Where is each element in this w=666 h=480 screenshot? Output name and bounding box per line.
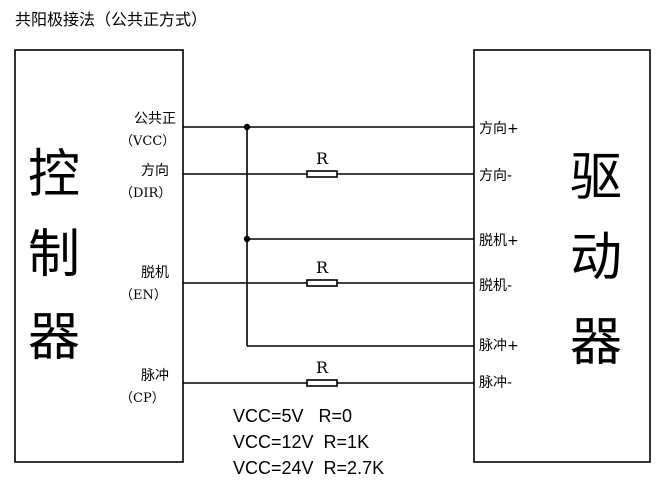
terminal-cp-plus: 脉冲+ <box>479 338 519 354</box>
terminal-dir-minus: 方向- <box>479 168 512 184</box>
signal-cp-sub: （CP） <box>120 391 165 406</box>
resistor-cp <box>306 379 338 387</box>
resistor-cp-label: R <box>316 358 329 377</box>
note-vcc-12v: VCC=12V R=1K <box>233 432 369 452</box>
signal-vcc-label: 公共正 <box>134 111 176 127</box>
driver-label-char-3: 器 <box>570 313 622 373</box>
junction-dot-en <box>243 235 251 243</box>
terminal-en-minus: 脱机- <box>479 278 512 294</box>
terminal-dir-plus: 方向+ <box>479 121 519 137</box>
resistor-en <box>306 279 338 287</box>
junction-dot-vcc <box>243 123 251 131</box>
signal-vcc-sub: （VCC） <box>120 134 175 149</box>
signal-dir-sub: （DIR） <box>120 186 171 201</box>
resistor-en-label: R <box>316 258 329 277</box>
signal-cp-label: 脉冲 <box>141 368 169 384</box>
signal-en-sub: （EN） <box>120 288 167 303</box>
resistor-dir-label: R <box>316 149 329 168</box>
note-vcc-24v: VCC=24V R=2.7K <box>233 458 384 478</box>
resistor-dir <box>306 170 338 178</box>
controller-box <box>14 49 184 463</box>
diagram-title: 共阳极接法（公共正方式） <box>15 10 207 29</box>
driver-box <box>473 49 651 463</box>
note-vcc-5v: VCC=5V R=0 <box>233 406 352 426</box>
signal-en-label: 脱机 <box>141 265 169 281</box>
driver-label-char-1: 驱 <box>570 148 622 208</box>
controller-label-char-1: 控 <box>28 145 80 205</box>
controller-label-char-3: 器 <box>28 308 80 368</box>
signal-dir-label: 方向 <box>141 163 169 179</box>
terminal-en-plus: 脱机+ <box>479 233 519 249</box>
driver-label-char-2: 动 <box>570 228 622 288</box>
controller-label-char-2: 制 <box>28 225 80 285</box>
terminal-cp-minus: 脉冲- <box>479 375 512 391</box>
